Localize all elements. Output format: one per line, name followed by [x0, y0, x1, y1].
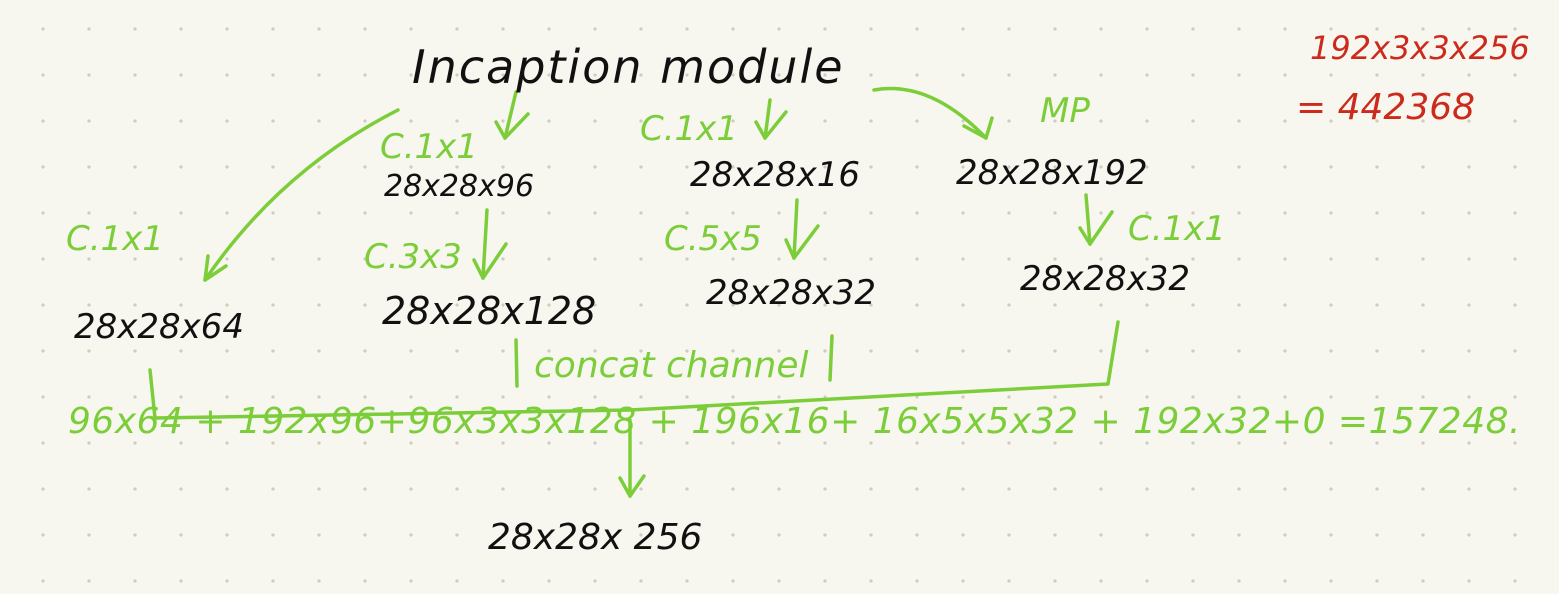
arrow-b4-down-head	[1078, 210, 1114, 246]
arrow-b3-down-head	[784, 224, 820, 260]
branch3-conv5-label: C.5x5	[664, 219, 762, 259]
branch2-conv3-label: C.3x3	[364, 237, 462, 277]
arrow-to-branch3	[763, 98, 772, 140]
arrow-b4-down	[1084, 193, 1092, 246]
concat-tick-left	[514, 338, 519, 388]
branch3-reduce-output: 28x28x16	[690, 155, 861, 195]
arrow-to-branch1	[203, 108, 400, 282]
branch2-conv1-label: C.1x1	[380, 127, 478, 167]
arrow-to-maxpool	[872, 86, 988, 140]
side-note-line1: 192x3x3x256	[1310, 29, 1530, 67]
arrow-to-branch2-head	[494, 112, 530, 140]
branch2-output: 28x28x128	[382, 289, 597, 333]
arrow-b3-down	[792, 198, 799, 260]
arrow-to-branch1-head	[203, 254, 228, 282]
branch4-maxpool-label: MP	[1040, 91, 1090, 131]
concat-label: concat channel	[534, 345, 809, 386]
arrow-to-branch2	[503, 90, 518, 140]
concat-tick-right	[828, 334, 834, 382]
arrow-to-maxpool-head	[962, 116, 994, 140]
branch3-conv1-label: C.1x1	[640, 109, 738, 149]
branch1-conv-label: C.1x1	[66, 219, 164, 259]
branch4-pool-output: 28x28x192	[956, 153, 1148, 193]
branch4-output: 28x28x32	[1020, 259, 1191, 299]
final-output: 28x28x 256	[488, 517, 703, 558]
arrow-b2-down	[481, 208, 489, 280]
branch3-output: 28x28x32	[706, 273, 877, 313]
arrow-b2-down-head	[472, 242, 508, 280]
parameter-equation: 96x64 + 192x96+96x3x3x128 + 196x16+ 16x5…	[68, 401, 1521, 442]
arrow-to-final-head	[618, 474, 646, 498]
side-note-line2: = 442368	[1296, 87, 1476, 128]
diagram-title: Incaption module	[412, 40, 845, 94]
branch2-reduce-output: 28x28x96	[384, 169, 535, 204]
concat-bracket	[148, 320, 1120, 420]
branch1-output: 28x28x64	[74, 307, 245, 347]
branch4-conv1-label: C.1x1	[1128, 209, 1226, 249]
arrow-to-branch3-head	[754, 110, 788, 140]
